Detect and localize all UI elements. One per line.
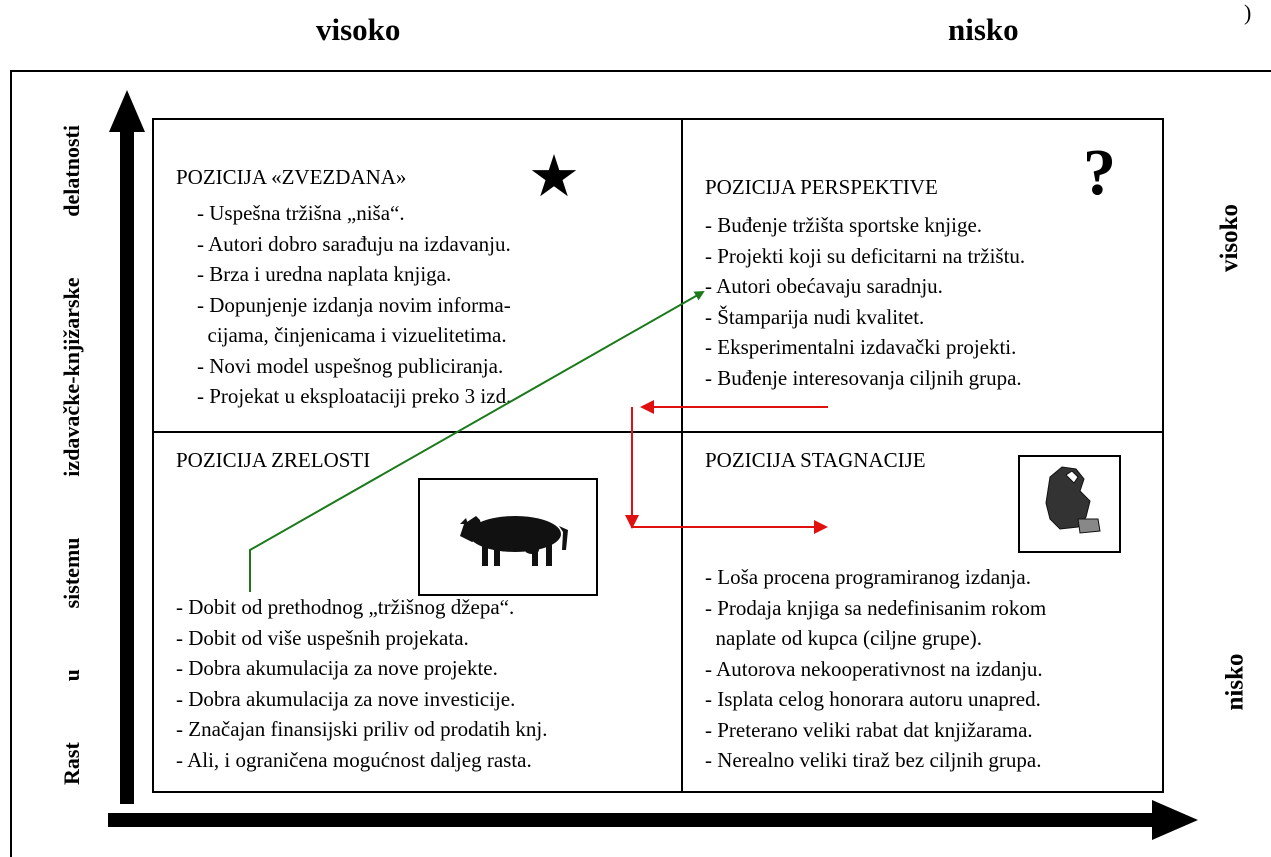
list-item: cijama, činjenicama i vizuelitetima. [176,323,507,347]
quadrant-title-maturity: POZICIJA ZRELOSTI [176,448,371,472]
quadrant-list-star: - Uspešna tržišna „niša“. - Autori dobro… [176,198,511,412]
list-item: - Buđenje interesovanja ciljnih grupa. [705,365,1022,390]
list-item: - Isplata celog honorara autoru unapred. [705,687,1041,711]
list-item: - Ali, i ograničena mogućnost daljeg ras… [176,747,532,772]
question-mark-icon: ? [1083,136,1116,209]
quadrant-list-stagnation: - Loša procena programiranog izdanja. - … [705,562,1046,776]
quadrant-title-perspective: POZICIJA PERSPEKTIVE [705,175,938,199]
grid-horizontal-divider [152,431,1164,433]
column-label-high: visoko [316,12,401,47]
list-item: - Eksperimentalni izdavački projekti. [705,335,1017,359]
list-item: - Štamparija nudi kvalitet. [705,304,925,329]
list-item: - Značajan finansijski priliv od prodati… [176,717,548,741]
red-flow-arrows [625,400,828,534]
list-item: - Uspešna tržišna „niša“. [176,201,405,225]
list-item: - Dobra akumulacija za nove projekte. [176,656,498,680]
frame-top-line [10,70,1271,72]
x-axis-arrow [108,800,1198,840]
list-item: - Dopunjenje izdanja novim informa- [176,292,511,317]
corner-mark: ) [1244,0,1252,25]
list-item: naplate od kupca (ciljne grupe). [705,626,982,650]
quadrant-list-maturity: - Dobit od prethodnog „tržišnog džepa“. … [176,592,548,775]
green-flow-arrow [249,291,705,592]
column-label-low: nisko [948,12,1019,47]
list-item: - Dobit od više uspešnih projekata. [176,625,469,650]
list-item: - Projekat u eksploataciji preko 3 izd. [176,384,512,408]
frame-left-line [10,70,12,857]
list-item: - Projekti koji su deficitarni na tržišt… [705,243,1026,268]
grid-vertical-divider [681,118,683,793]
quadrant-title-star: POZICIJA «ZVEZDANA» [176,165,407,189]
cow-icon [460,516,568,566]
list-item: - Loša procena programiranog izdanja. [705,565,1031,589]
quadrant-list-perspective: - Buđenje tržišta sportske knjige. - Pro… [705,210,1025,393]
list-item: - Dobra akumulacija za nove investicije. [176,686,516,711]
dog-picture [1018,455,1121,553]
cow-picture [418,478,598,596]
y-axis-arrow [109,90,145,804]
list-item: - Dobit od prethodnog „tržišnog džepa“. [176,595,515,619]
list-item: - Autori obećavaju saradnju. [705,274,943,298]
list-item: - Brza i uredna naplata knjiga. [176,262,452,286]
list-item: - Novi model uspešnog publiciranja. [176,353,504,378]
quadrant-grid [152,118,1164,793]
list-item: - Autorova nekooperativnost na izdanju. [705,656,1043,681]
list-item: - Buđenje tržišta sportske knjige. [705,213,983,237]
quadrant-title-stagnation: POZICIJA STAGNACIJE [705,448,926,472]
star-icon: ★ [528,144,580,209]
list-item: - Nerealno veliki tiraž bez ciljnih grup… [705,748,1042,772]
dog-icon [1045,466,1101,534]
list-item: - Autori dobro sarađuju na izdavanju. [176,231,511,256]
list-item: - Preterano veliki rabat dat knjižarama. [705,717,1033,742]
list-item: - Prodaja knjiga sa nedefinisanim rokom [705,595,1047,620]
